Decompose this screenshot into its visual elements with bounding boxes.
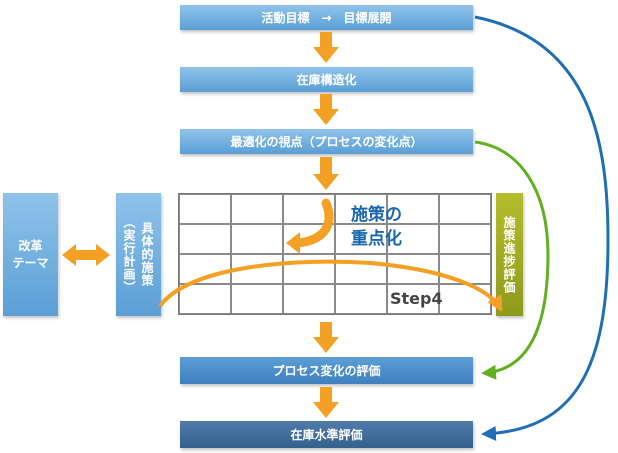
- bar-inventory-structuring-label: 在庫構造化: [296, 73, 357, 87]
- execution-plan-label: （実行計画）: [122, 215, 136, 294]
- focus-label-line2: 重点化: [351, 228, 402, 249]
- focus-label-line1: 施策の: [351, 204, 402, 225]
- down-arrow-3: [313, 157, 339, 190]
- focus-curve-arrow: [286, 198, 334, 254]
- concrete-measures-box: 具体的施策 （実行計画）: [116, 193, 161, 316]
- reform-theme-line2: テーマ: [12, 255, 49, 270]
- measures-grid: [178, 193, 492, 315]
- down-arrow-4: [313, 322, 339, 353]
- bar-optimization-viewpoint-label: 最適化の視点（プロセスの変化点）: [230, 135, 423, 149]
- double-arrow: [62, 244, 110, 266]
- bar-inventory-structuring: 在庫構造化: [180, 67, 473, 92]
- blue-feedback-arrow: [474, 15, 610, 441]
- measure-progress-label: 施策進捗評価: [502, 215, 516, 294]
- bar-process-change-evaluation: プロセス変化の評価: [180, 357, 473, 384]
- bar-optimization-viewpoint: 最適化の視点（プロセスの変化点）: [180, 129, 473, 154]
- bar-process-change-evaluation-label: プロセス変化の評価: [272, 364, 381, 378]
- implementation-arc-arrow: [158, 259, 503, 313]
- green-feedback-arrow: [474, 140, 550, 380]
- bar-activity-goal: 活動目標 → 目標展開: [180, 5, 473, 30]
- bar-inventory-level-evaluation: 在庫水準評価: [180, 421, 473, 448]
- down-arrow-5: [313, 387, 339, 418]
- down-arrow-2: [313, 94, 339, 125]
- down-arrow-1: [313, 32, 339, 63]
- bar-activity-goal-label: 活動目標 → 目標展開: [261, 11, 392, 25]
- reform-theme-line1: 改革: [18, 238, 43, 253]
- bar-inventory-level-evaluation-label: 在庫水準評価: [290, 428, 363, 442]
- concrete-measures-label: 具体的施策: [140, 222, 154, 287]
- reform-theme-box: 改革 テーマ: [3, 193, 58, 316]
- step-label: Step4: [390, 289, 443, 308]
